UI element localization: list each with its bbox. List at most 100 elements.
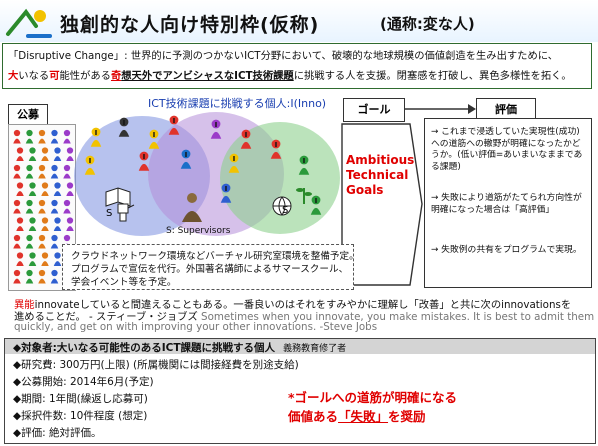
innovator-figure: I xyxy=(270,139,282,159)
applicant-figure xyxy=(28,147,37,161)
applicant-figure xyxy=(13,269,21,284)
innovator-figure: I xyxy=(84,155,96,175)
innovator-figure: I xyxy=(138,151,150,171)
innovator-figure: I xyxy=(240,129,252,149)
svg-text:I: I xyxy=(303,156,306,165)
intro-emph-1: 大 xyxy=(8,70,19,82)
quote-en-line-2: quickly, and get on with improving your … xyxy=(14,321,378,333)
svg-text:I: I xyxy=(225,184,228,193)
intro-emph-2: 可 xyxy=(49,70,60,82)
logo-mark-icon xyxy=(6,8,52,38)
eval-item-3: → 失敗例の共有をプログラムで実現。 xyxy=(431,245,582,255)
quote-ja-line-2: 進めることだ。 - スティーブ・ジョブズ Sometimes when you … xyxy=(14,308,594,323)
page-title: 独創的な人向け特別枠(仮称) xyxy=(60,14,320,36)
applicant-figure xyxy=(53,252,62,266)
plant-icon xyxy=(296,188,312,204)
svg-text:I: I xyxy=(215,120,218,129)
applicant-figure xyxy=(63,129,71,144)
individuals-label: ICT技術課題に挑戦する個人:I(Inno) xyxy=(148,97,327,110)
svg-text:I: I xyxy=(173,116,176,125)
quote-en-l1: Sometimes when you innovate, you make mi… xyxy=(201,311,595,323)
innovator-figure: I xyxy=(148,129,160,149)
applicant-figure xyxy=(38,129,46,144)
applicant-figure xyxy=(53,147,62,161)
robot-icon xyxy=(117,203,135,222)
svg-text:I: I xyxy=(315,196,318,205)
innovator-figure: I xyxy=(168,115,180,135)
svg-text:I: I xyxy=(143,152,146,161)
header-bar xyxy=(0,0,598,42)
note-part-a: 価値ある xyxy=(288,409,339,424)
svg-text:I: I xyxy=(123,118,126,127)
quote-ja-l2: 進めることだ。 - スティーブ・ジョブズ xyxy=(14,311,198,323)
summary-target: ◆対象者:大いなる可能性のあるICT課題に挑戦する個人義務教育修了者 xyxy=(13,340,346,355)
quote-emph: 異能 xyxy=(14,299,35,311)
summary-header-band xyxy=(5,339,595,354)
supervisor-s-right: S xyxy=(282,205,289,216)
goal-to-eval-arrow-icon xyxy=(404,104,476,114)
applicant-figure xyxy=(38,164,46,179)
summary-target-label: ◆対象者:大いなる可能性のあるICT課題に挑戦する個人 xyxy=(13,342,276,354)
applicant-figure xyxy=(63,164,71,179)
svg-text:I: I xyxy=(185,150,188,159)
applicant-figure xyxy=(50,234,59,249)
applicant-figure xyxy=(50,164,59,179)
infra-line-2: プログラムで宣伝を代行。外国著名講師によるサマースクール、 xyxy=(71,264,349,275)
svg-text:I: I xyxy=(275,140,278,149)
summary-funding: ◆研究費: 300万円(上限) (所属機関には間接経費を別途支給) xyxy=(13,359,299,371)
applicant-figure xyxy=(16,147,24,161)
applicant-figure xyxy=(28,252,37,266)
applicant-figure xyxy=(16,252,24,266)
buddha-statue-icon xyxy=(182,193,202,222)
summary-target-sub: 義務教育修了者 xyxy=(283,344,347,354)
svg-text:I: I xyxy=(233,154,236,163)
ambitious-line-3: Goals xyxy=(346,183,384,197)
page-subtitle: (通称:変な人) xyxy=(380,15,475,33)
innovator-figure: I xyxy=(298,155,310,175)
intro-emph-3: 奇 xyxy=(110,70,122,82)
infrastructure-box: クラウドネットワーク環境などバーチャル研究室環境を整備予定。 プログラムで宣伝を… xyxy=(62,244,359,290)
goal-label: ゴール xyxy=(343,98,405,122)
innovator-figure: I xyxy=(310,195,322,215)
ambitious-line-2: Technical xyxy=(346,168,409,182)
note-line-1: *ゴールへの道筋が明確になる xyxy=(288,390,458,405)
applicant-figure xyxy=(16,217,24,231)
note-line-2: 価値ある「失敗」を奨励 xyxy=(288,406,426,425)
applicant-figure xyxy=(13,234,21,249)
innovator-figure: I xyxy=(210,119,222,139)
intro-line-1: 「Disruptive Change」: 世界的に予測のつかないICT分野におい… xyxy=(8,50,559,62)
applicant-figure xyxy=(66,182,74,196)
applicant-figure xyxy=(41,147,49,161)
intro-text-3: に挑戦する人を支援。閉塞感を打破し、異色多様性を拓く。 xyxy=(293,70,572,82)
applicant-figure xyxy=(25,199,34,214)
applicant-figure xyxy=(63,199,71,214)
intro-line-2: 大いなる可能性がある奇想天外でアンビシャスなICT技術課題に挑戦する人を支援。閉… xyxy=(8,67,572,82)
summary-period: ◆期間: 1年間(繰返し応募可) xyxy=(13,393,148,405)
summary-box: ◆対象者:大いなる可能性のあるICT課題に挑戦する個人義務教育修了者 ◆研究費:… xyxy=(4,338,596,444)
ambitious-goals-text: Ambitious Technical Goals xyxy=(346,153,414,198)
intro-box: 「Disruptive Change」: 世界的に予測のつかないICT分野におい… xyxy=(2,43,592,89)
applicant-figure xyxy=(38,199,46,214)
applicant-figure xyxy=(66,217,74,231)
applicant-figure xyxy=(38,269,46,284)
infra-line-1: クラウドネットワーク環境などバーチャル研究室環境を整備予定。 xyxy=(71,251,359,262)
supervisors-label: S: Supervisors xyxy=(166,226,231,236)
applicant-figure xyxy=(28,182,37,196)
evaluation-box: → これまで浸透していた実現性(成功)への道筋への轍野が明確になったかどうか。(… xyxy=(424,118,592,288)
applicant-figure xyxy=(53,182,62,196)
infra-line-3: 学会イベント等を予定。 xyxy=(71,277,177,288)
applicant-figure xyxy=(50,129,59,144)
applicant-figure xyxy=(41,252,49,266)
intro-emph-4: 想天外でアンビシャスなICT技術課題 xyxy=(121,70,294,82)
applicant-figure xyxy=(28,217,37,231)
applicant-figure xyxy=(50,269,59,284)
applicant-figure xyxy=(25,164,34,179)
innovator-figure: I xyxy=(228,153,240,173)
svg-text:I: I xyxy=(89,156,92,165)
applicant-figure xyxy=(25,129,34,144)
svg-text:I: I xyxy=(153,130,156,139)
circle-green xyxy=(220,122,340,234)
public-call-label: 公募 xyxy=(8,104,48,126)
